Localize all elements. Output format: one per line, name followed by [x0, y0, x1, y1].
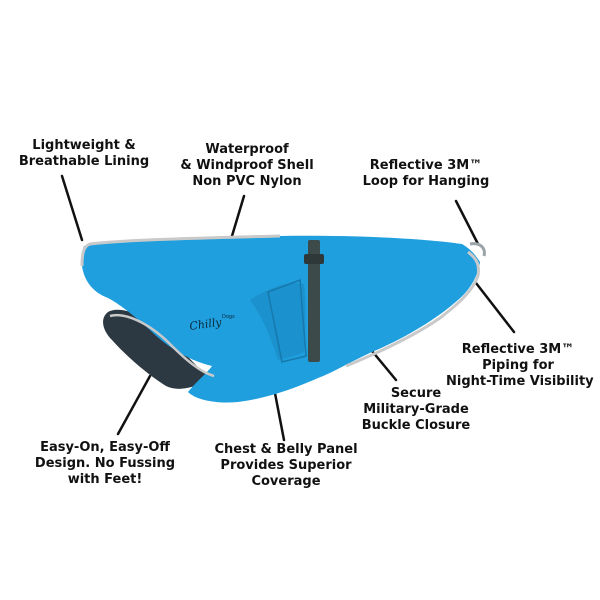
reflective-piping-top: [80, 234, 281, 267]
chest-panel: [250, 282, 306, 360]
brand-logo-sup: Dogs: [222, 314, 235, 320]
buckle-clip: [304, 254, 324, 264]
callout-buckle: Secure Military-Grade Buckle Closure: [361, 386, 471, 433]
callout-panel: Chest & Belly Panel Provides Superior Co…: [214, 442, 358, 489]
leader-lining: [60, 174, 84, 242]
leader-easy: [116, 374, 152, 436]
chest-flap-outline: [267, 278, 307, 363]
reflective-loop: [469, 242, 486, 257]
callout-shell: Waterproof & Windproof Shell Non PVC Nyl…: [180, 142, 314, 189]
leader-panel: [272, 386, 286, 442]
callout-lining: Lightweight & Breathable Lining: [18, 138, 150, 169]
buckle-strap: [308, 240, 320, 362]
leader-piping: [474, 281, 516, 334]
reflective-piping-rear: [345, 250, 480, 368]
reflective-piping-front: [109, 313, 215, 378]
fleece-lining: [103, 309, 210, 389]
callout-piping: Reflective 3M™ Piping for Night-Time Vis…: [446, 342, 594, 389]
brand-logo: Chilly: [189, 315, 224, 332]
leader-loop: [454, 199, 480, 246]
callout-easy: Easy-On, Easy-Off Design. No Fussing wit…: [34, 440, 176, 487]
callout-loop: Reflective 3M™ Loop for Hanging: [362, 158, 490, 189]
